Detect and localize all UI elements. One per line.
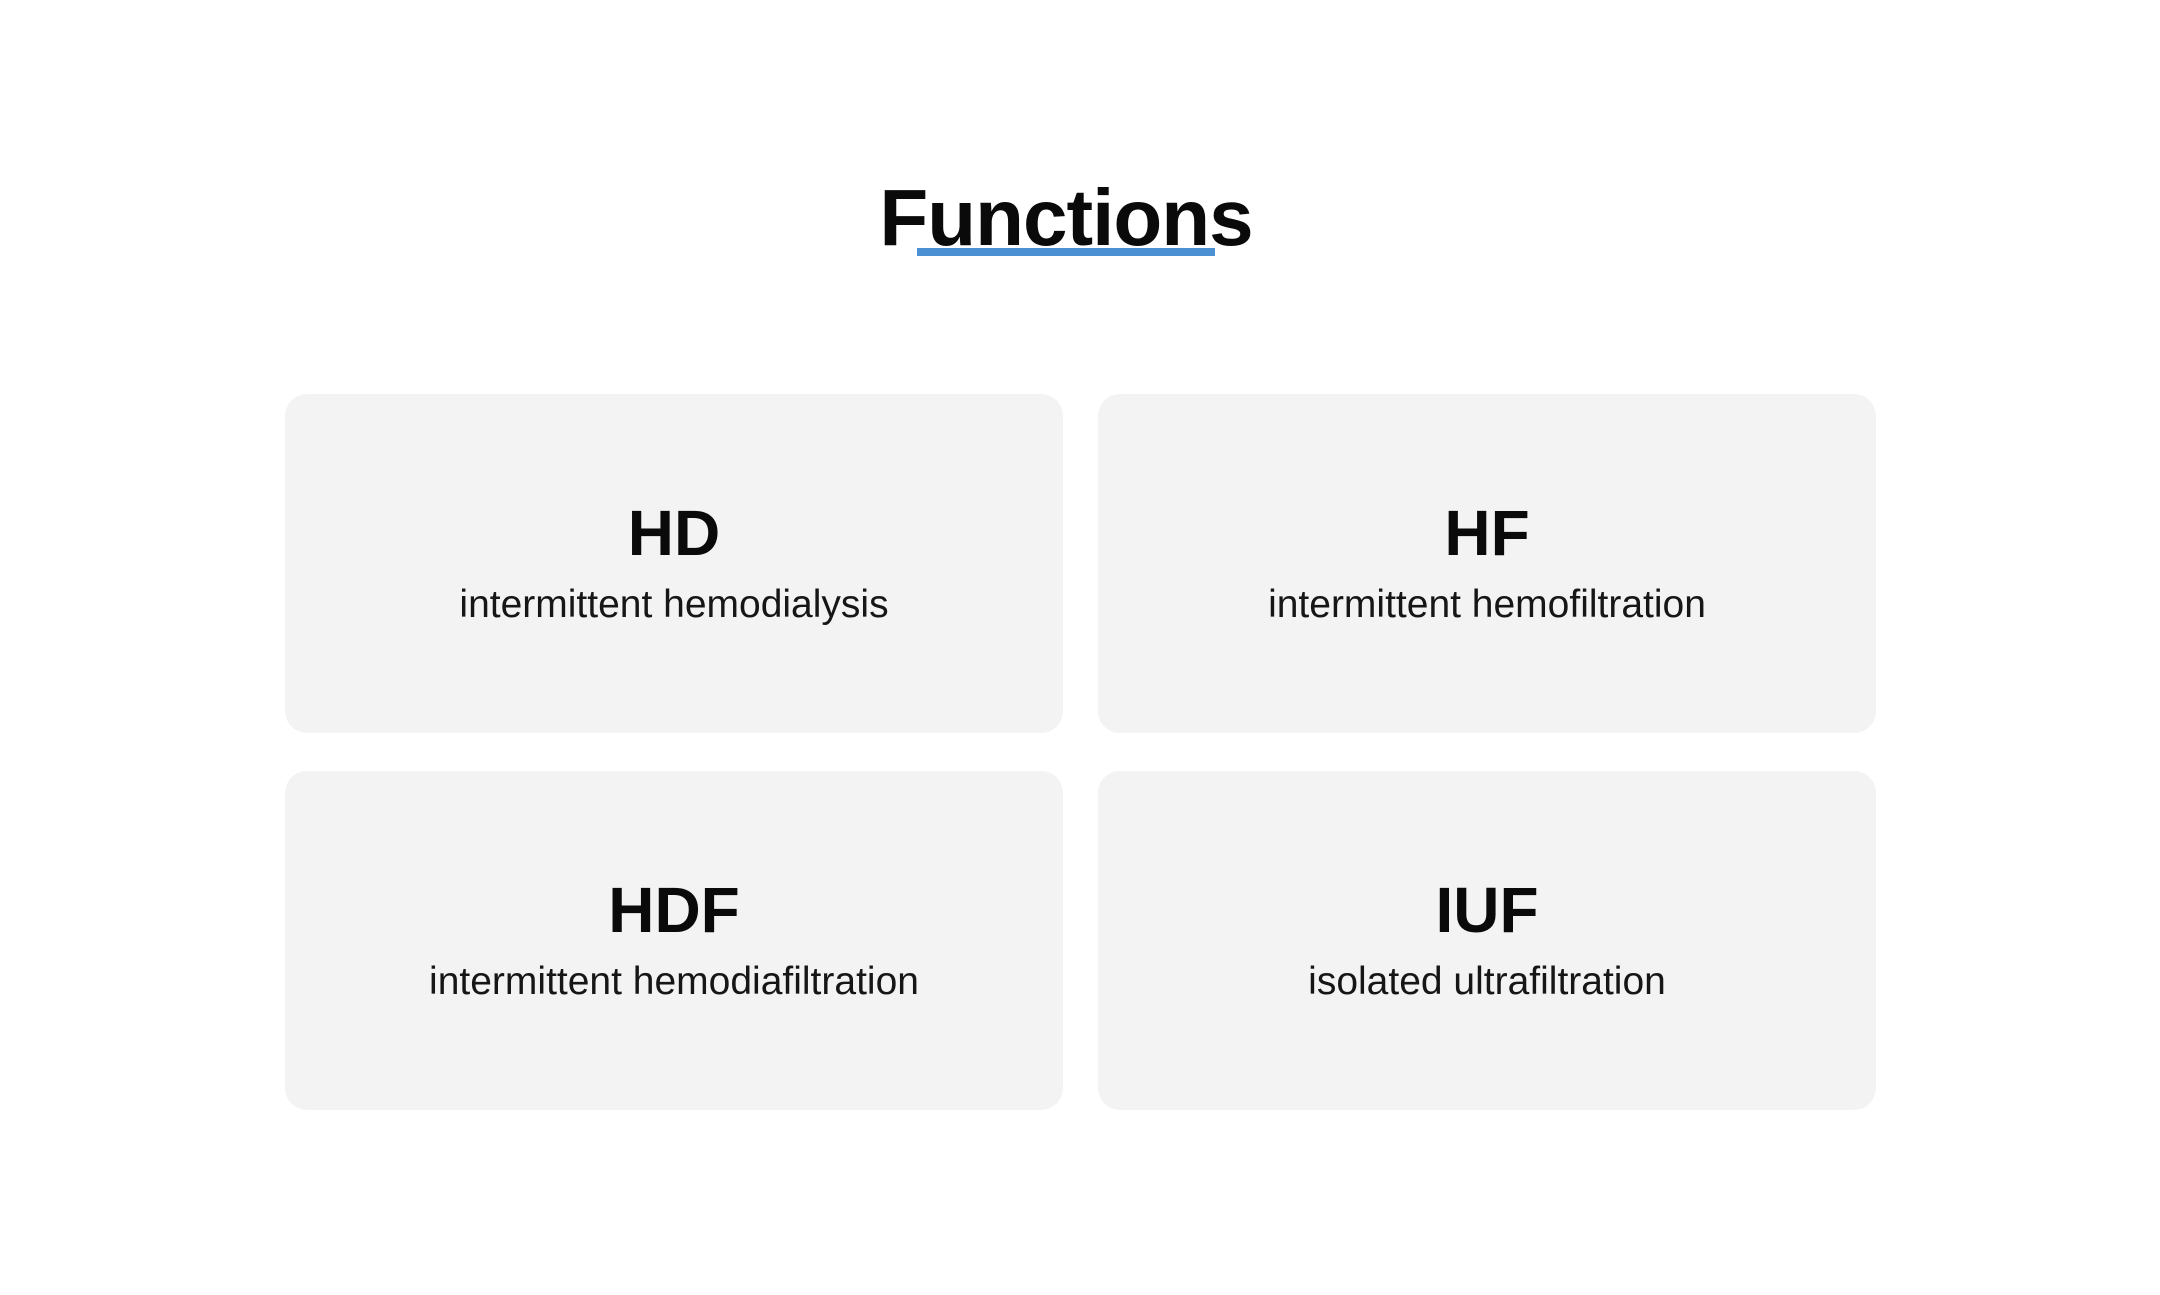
function-abbreviation: HF — [1444, 497, 1530, 570]
functions-grid: HD intermittent hemodialysis HF intermit… — [285, 394, 1876, 1110]
function-description: intermittent hemodiafiltration — [429, 959, 919, 1003]
title-underline — [917, 248, 1215, 256]
function-abbreviation: HDF — [608, 874, 740, 947]
function-card-hf: HF intermittent hemofiltration — [1098, 394, 1876, 733]
function-card-iuf: IUF isolated ultrafiltration — [1098, 771, 1876, 1110]
function-card-hd: HD intermittent hemodialysis — [285, 394, 1063, 733]
function-abbreviation: HD — [627, 497, 721, 570]
page-title: Functions — [879, 172, 1253, 262]
function-description: intermittent hemodialysis — [459, 582, 889, 626]
function-description: isolated ultrafiltration — [1308, 959, 1666, 1003]
function-description: intermittent hemofiltration — [1268, 582, 1706, 626]
function-card-hdf: HDF intermittent hemodiafiltration — [285, 771, 1063, 1110]
function-abbreviation: IUF — [1435, 874, 1539, 947]
